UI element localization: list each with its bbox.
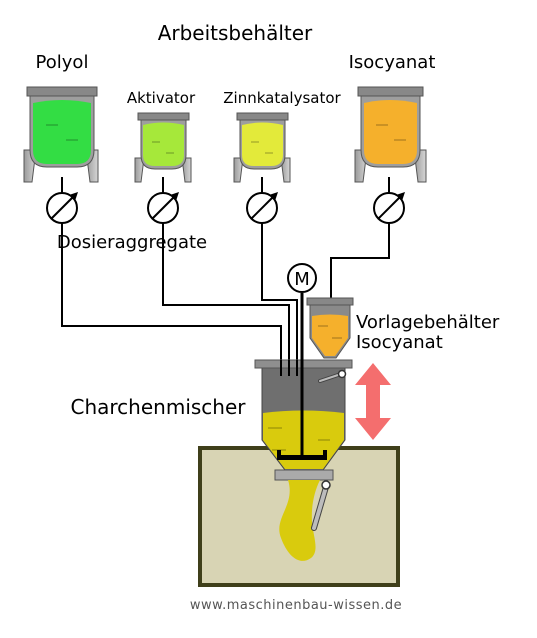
tank-aktivator [134,112,192,183]
tank-polyol [23,86,99,183]
zinn-liquid [242,122,283,166]
dosing-pump-aktivator [147,192,179,224]
reservoir-label-line1: Vorlagebehälter [356,312,500,333]
mixer-inlets [280,360,298,376]
discharge-lever [311,480,331,531]
dosing-pump-polyol [46,192,78,224]
tank-label-zinnkatalysator: Zinnkatalysator [223,89,341,107]
reservoir-label-line2: Isocyanat [356,332,443,353]
polyol-liquid [33,100,91,164]
diagram-title: Arbeitsbehälter [158,21,313,45]
vertical-motion-arrow [355,363,391,440]
dosing-units-label: Dosieraggregate [57,232,207,253]
outflow-stream [279,480,320,561]
footer-url: www.maschinenbau-wissen.de [190,598,402,613]
tank-label-isocyanat: Isocyanat [349,52,436,73]
dosing-pump-isocyanat [373,192,405,224]
dosing-pump-zinnkatalysator [246,192,278,224]
mixer-label: Charchenmischer [71,395,247,419]
stirrer [277,293,327,460]
tank-label-polyol: Polyol [36,52,89,73]
tank-label-aktivator: Aktivator [127,89,196,107]
aktivator-liquid [143,122,184,166]
tank-zinnkatalysator [233,112,291,183]
isocyanate-reservoir [306,297,354,383]
motor-label: M [294,269,310,290]
isocyanat-liquid [364,100,417,164]
reservoir-liquid [312,314,348,356]
motor: M [287,263,317,293]
tank-isocyanat [354,86,427,183]
